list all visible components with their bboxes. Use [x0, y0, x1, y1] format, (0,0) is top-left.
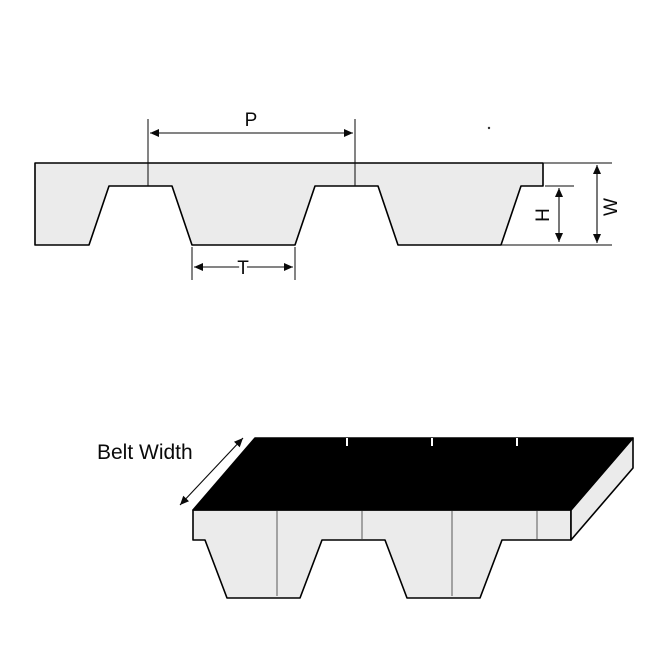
pitch-label: P — [245, 110, 258, 131]
tooth-height-dimension: H — [533, 185, 574, 242]
belt-top-face — [192, 437, 634, 511]
cross-section-view: P T H W — [34, 110, 622, 282]
belt-profile — [34, 162, 544, 246]
belt-width-dimension: Belt Width — [97, 437, 244, 506]
thickness-dimension: W — [501, 162, 622, 246]
belt-width-label: Belt Width — [97, 441, 193, 464]
thickness-label: W — [601, 198, 622, 216]
stray-mark — [487, 126, 491, 130]
tooth-width-dimension: T — [191, 247, 296, 282]
tooth-width-label: T — [237, 258, 249, 279]
dimension-arrow — [179, 437, 244, 506]
belt-front-face — [192, 509, 572, 599]
isometric-view: Belt Width — [97, 437, 634, 599]
pitch-dimension: P — [147, 110, 356, 186]
height-label: H — [533, 208, 554, 222]
